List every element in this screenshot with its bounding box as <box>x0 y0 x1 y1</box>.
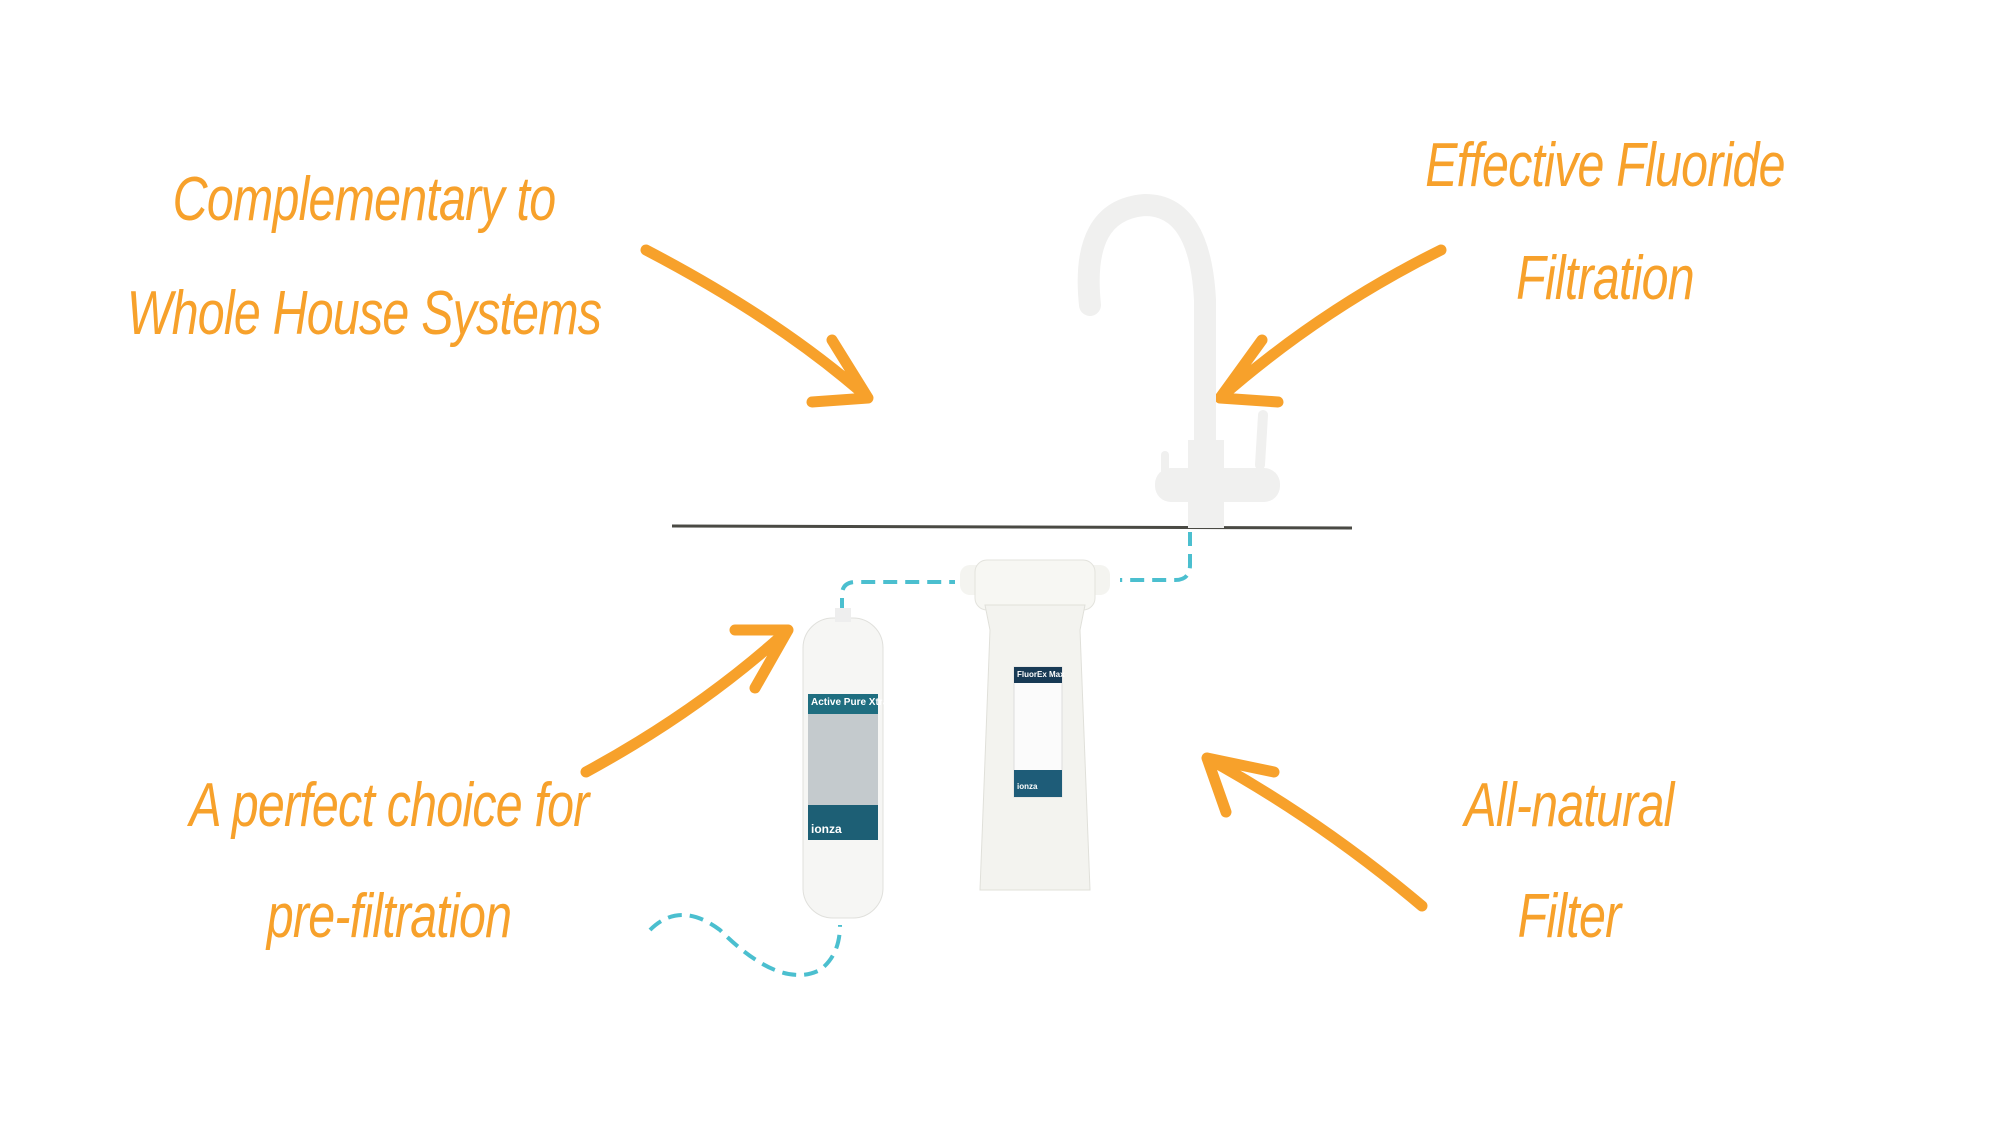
inline-filter-label: Active Pure Xtra <box>811 697 889 708</box>
pipes <box>648 532 1192 977</box>
pipe-inlet <box>648 913 842 977</box>
arrow-top-left <box>640 244 874 408</box>
caption-top-left-line1: Complementary to <box>172 165 556 234</box>
arrows <box>580 244 1447 912</box>
caption-top-right-line2: Filtration <box>1516 244 1694 313</box>
caption-top-left-line2: Whole House Systems <box>126 279 602 348</box>
pipe-faucet <box>1120 532 1192 582</box>
caption-bottom-left-line2: pre-filtration <box>266 882 512 951</box>
housing-filter-label: FluorEx Max <box>1017 670 1065 679</box>
inline-filter <box>802 608 884 919</box>
caption-bottom-left-line1: A perfect choice for <box>189 771 589 840</box>
housing-filter-brand: ionza <box>1017 782 1038 791</box>
arrow-bottom-left <box>580 624 794 778</box>
caption-bottom-right-line1: All-natural <box>1464 771 1674 840</box>
arrow-bottom-right <box>1201 752 1428 912</box>
faucet <box>1077 193 1280 528</box>
caption-top-right-line1: Effective Fluoride <box>1425 131 1785 200</box>
housing-filter <box>960 559 1110 891</box>
inline-filter-brand: ionza <box>811 822 842 836</box>
caption-bottom-right-line2: Filter <box>1517 882 1622 951</box>
pipe-between <box>840 580 955 612</box>
countertop-line <box>671 524 1353 530</box>
arrow-top-right <box>1214 244 1447 408</box>
